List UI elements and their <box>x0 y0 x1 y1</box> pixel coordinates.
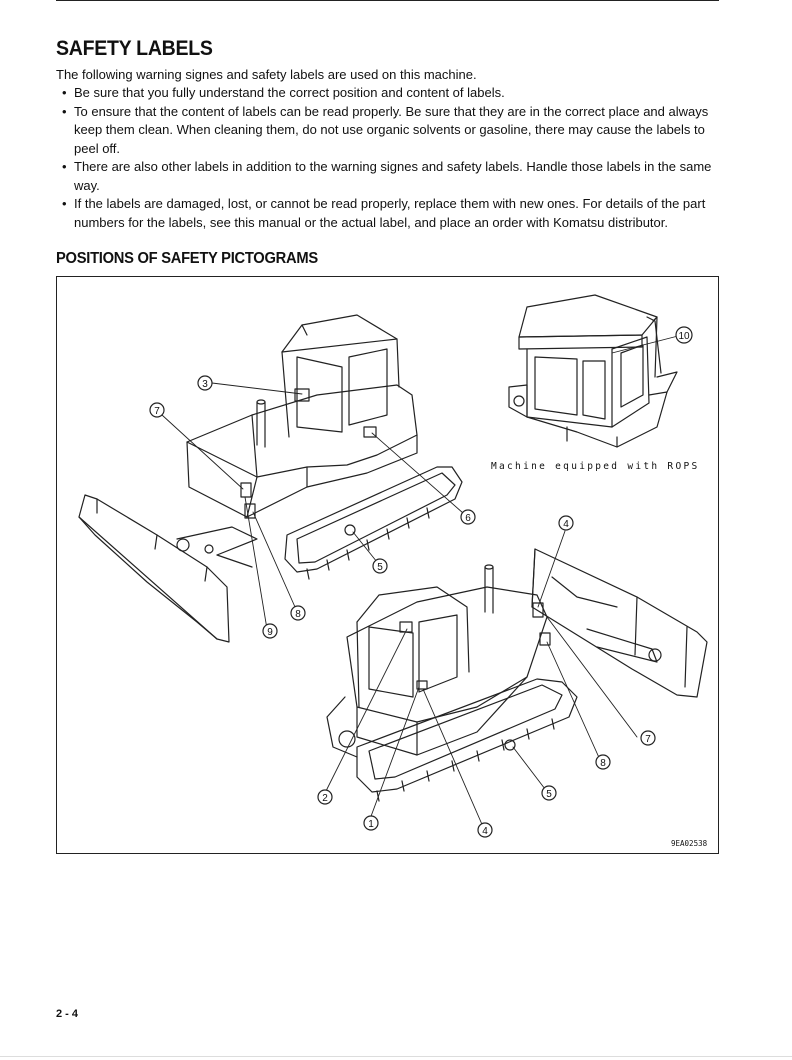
svg-text:7: 7 <box>645 734 651 745</box>
svg-text:2: 2 <box>322 793 328 804</box>
bullet-dot: • <box>62 103 67 119</box>
rops-caption: Machine equipped with ROPS <box>491 461 700 472</box>
top-rule <box>56 0 719 1</box>
figure-id: 9EA02538 <box>671 839 708 848</box>
callout-7b: 7 <box>640 730 656 746</box>
bullet-text: Be sure that you fully understand the co… <box>74 85 505 100</box>
bullet-dot: • <box>62 196 67 211</box>
svg-text:5: 5 <box>377 562 383 573</box>
svg-text:9: 9 <box>267 627 273 638</box>
callout-5: 5 <box>372 558 388 574</box>
leader-lines <box>161 335 679 830</box>
bullet-dot: • <box>62 85 67 100</box>
svg-text:8: 8 <box>295 609 301 620</box>
callout-4: 4 <box>558 515 574 531</box>
svg-text:7: 7 <box>154 406 160 417</box>
bullet-text: There are also other labels in addition … <box>74 159 712 193</box>
bulldozer-upper-left <box>78 314 463 643</box>
callout-5b: 5 <box>541 785 557 801</box>
subsection-title: POSITIONS OF SAFETY PICTOGRAMS <box>56 250 318 267</box>
bullet-text: If the labels are damaged, lost, or cann… <box>74 196 706 230</box>
bulldozer-illustration: 3 7 6 5 8 9 10 4 7 8 5 2 1 4 Machine equ… <box>78 294 708 848</box>
svg-text:1: 1 <box>368 819 374 830</box>
callout-10: 10 <box>675 326 693 344</box>
pictogram-figure: 3 7 6 5 8 9 10 4 7 8 5 2 1 4 Machine equ… <box>56 276 719 854</box>
bullet-text: To ensure that the content of labels can… <box>74 103 709 156</box>
bottom-rule <box>0 1056 792 1057</box>
callout-4b: 4 <box>477 822 493 838</box>
svg-text:5: 5 <box>546 789 552 800</box>
svg-text:3: 3 <box>202 379 208 390</box>
section-title: SAFETY LABELS <box>56 37 213 60</box>
section-intro: The following warning signes and safety … <box>56 67 477 82</box>
svg-text:4: 4 <box>563 519 569 530</box>
bullet-item: • There are also other labels in addition… <box>56 158 719 195</box>
svg-text:6: 6 <box>465 513 471 524</box>
callout-3: 3 <box>197 375 213 391</box>
callout-1: 1 <box>363 815 379 831</box>
svg-text:8: 8 <box>600 758 606 769</box>
callout-8b: 8 <box>595 754 611 770</box>
callout-9: 9 <box>262 623 278 639</box>
svg-text:4: 4 <box>482 826 488 837</box>
svg-text:10: 10 <box>678 331 690 342</box>
callout-2: 2 <box>317 789 333 805</box>
bulldozer-lower-right <box>326 548 708 802</box>
bullet-list: • Be sure that you fully understand the c… <box>56 84 719 232</box>
rops-machine-drawing <box>508 294 678 448</box>
bullet-item: • To ensure that the content of labels ca… <box>56 103 719 159</box>
callout-6: 6 <box>460 509 476 525</box>
callout-8: 8 <box>290 605 306 621</box>
bullet-item: • Be sure that you fully understand the c… <box>56 84 719 103</box>
bullet-item: • If the labels are damaged, lost, or can… <box>56 195 719 232</box>
page-number: 2 - 4 <box>56 1008 79 1020</box>
callout-7: 7 <box>149 402 165 418</box>
bullet-dot: • <box>62 159 67 174</box>
